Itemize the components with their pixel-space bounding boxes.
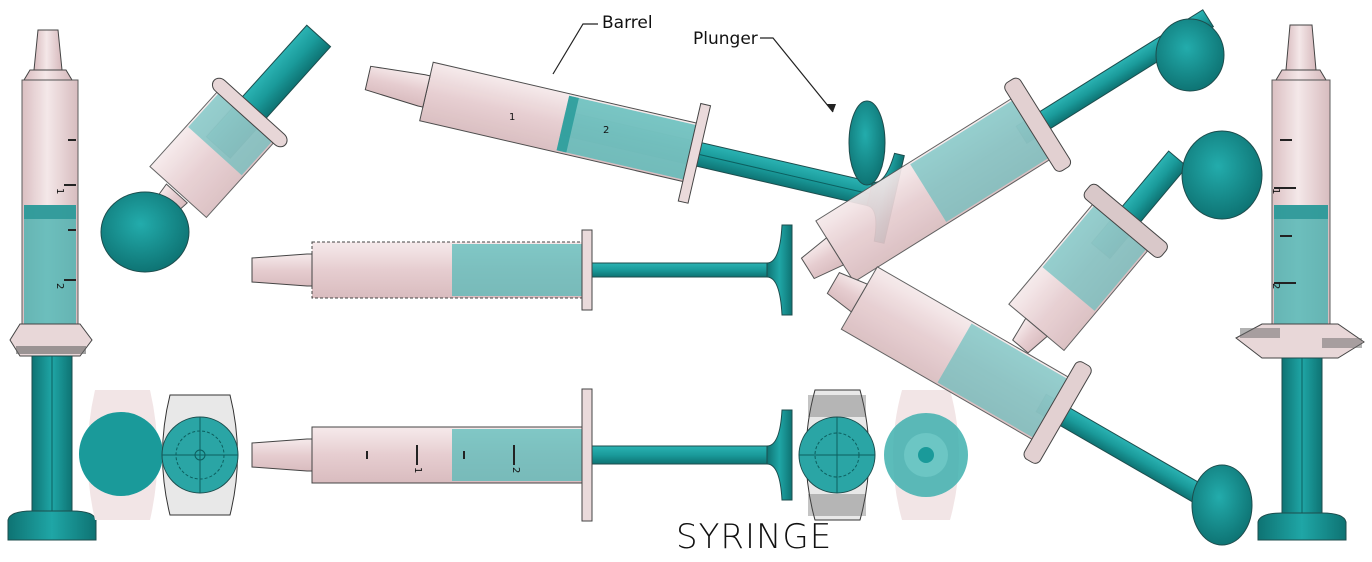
plunger-thumb-disc-middle-right bbox=[1181, 130, 1263, 220]
svg-text:1: 1 bbox=[1270, 188, 1281, 194]
syringe-front-view-left: 1 2 bbox=[7, 29, 97, 541]
syringe-front-view-right: 1 2 bbox=[1235, 24, 1365, 541]
syringe-isometric-upper-left bbox=[143, 24, 332, 230]
barrel-label: Barrel bbox=[602, 13, 653, 33]
graduation-mark-1: 1 bbox=[509, 112, 515, 123]
drawing-title: SYRINGE bbox=[676, 517, 832, 557]
syringe-isometric-lower-right bbox=[826, 266, 1221, 513]
graduation-mark-2: 2 bbox=[603, 125, 609, 136]
end-view-plunger-disc bbox=[79, 390, 163, 520]
graduation-mark-2-lower: 2 bbox=[510, 467, 521, 473]
end-view-flange-back bbox=[161, 394, 239, 516]
svg-text:2: 2 bbox=[1270, 283, 1281, 289]
barrel-callout: Barrel bbox=[552, 13, 653, 75]
svg-text:2: 2 bbox=[54, 283, 65, 289]
syringe-isometric-top-center bbox=[356, 28, 906, 249]
syringe-isometric-middle-right bbox=[1008, 150, 1188, 354]
plunger-thumb-disc-upper-right bbox=[1155, 18, 1225, 92]
end-view-flange-front bbox=[798, 389, 876, 521]
plunger-thumb-disc-upper-left bbox=[100, 191, 190, 273]
syringe-side-view-upper bbox=[251, 224, 793, 316]
end-view-nozzle-tip bbox=[884, 390, 968, 520]
syringe-side-view-lower bbox=[251, 388, 793, 522]
plunger-thumb-disc-lower-right bbox=[1191, 464, 1253, 546]
plunger-callout: Plunger bbox=[693, 29, 836, 113]
plunger-label: Plunger bbox=[693, 29, 758, 49]
graduation-mark-1-lower: 1 bbox=[412, 467, 423, 473]
svg-text:1: 1 bbox=[54, 188, 65, 194]
plunger-thumb-disc-top bbox=[848, 100, 886, 186]
